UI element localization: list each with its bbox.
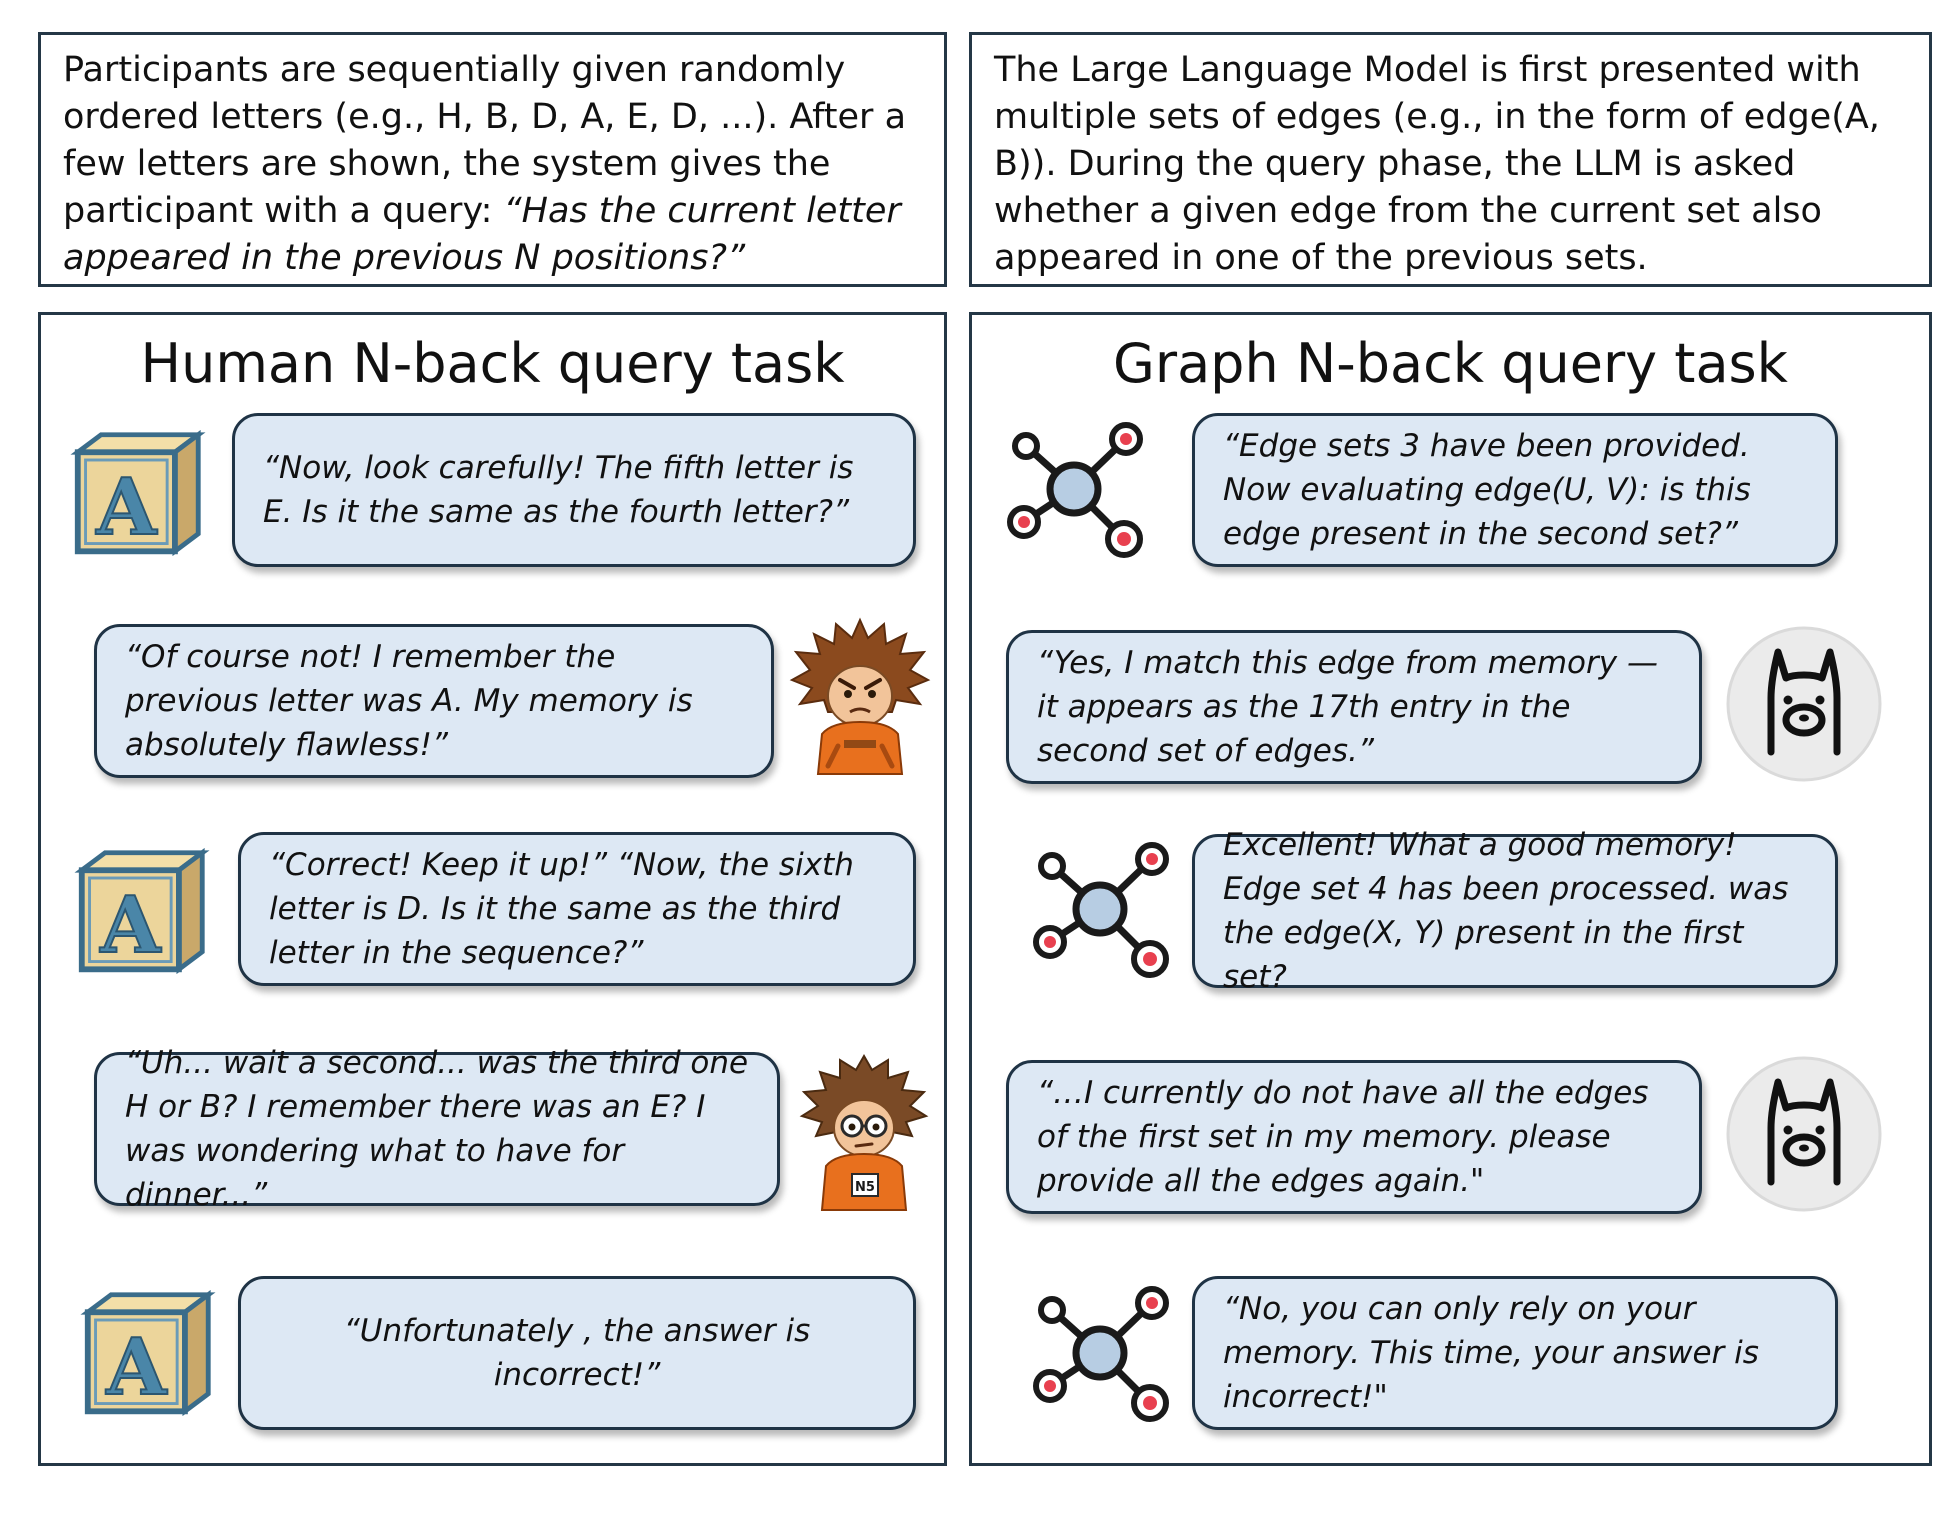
block-letter: A <box>99 880 162 971</box>
human-panel-title: Human N-back query task <box>140 332 845 395</box>
block-letter: A <box>95 462 158 553</box>
chat-bubble-llm: “Yes, I match this edge from memory — it… <box>1006 630 1702 784</box>
badge-text: N5 <box>855 1180 875 1195</box>
message-text: “Now, look carefully! The fifth letter i… <box>263 450 854 530</box>
llama-icon <box>1724 624 1884 784</box>
chat-bubble-system: “Unfortunately , the answer is incorrect… <box>238 1276 916 1430</box>
message-text: “Uh... wait a second... was the third on… <box>125 1045 749 1213</box>
confused-boy-icon: N5 <box>796 1050 932 1212</box>
graph-panel-title: Graph N-back query task <box>1113 332 1788 395</box>
chat-bubble-system: “Now, look carefully! The fifth letter i… <box>232 413 916 567</box>
letter-block-icon: A <box>70 430 206 558</box>
message-text: “Correct! Keep it up!” “Now, the sixth l… <box>269 847 854 971</box>
message-text: “Of course not! I remember the previous … <box>125 639 693 763</box>
human-task-description-text: Participants are sequentially given rand… <box>63 50 907 231</box>
chat-bubble-human: “Uh... wait a second... was the third on… <box>94 1045 780 1213</box>
message-text: “No, you can only rely on your memory. T… <box>1223 1291 1759 1415</box>
chat-bubble-llm: “…I currently do not have all the edges … <box>1006 1060 1702 1214</box>
chat-bubble-system: Excellent! What a good memory! Edge set … <box>1192 827 1838 995</box>
llama-icon <box>1724 1054 1884 1214</box>
chat-bubble-system: “No, you can only rely on your memory. T… <box>1192 1276 1838 1430</box>
chat-bubble-human: “Of course not! I remember the previous … <box>94 624 774 778</box>
message-text: Excellent! What a good memory! Edge set … <box>1223 827 1789 995</box>
message-text: “Edge sets 3 have been provided. Now eva… <box>1223 428 1751 552</box>
chat-bubble-system: “Correct! Keep it up!” “Now, the sixth l… <box>238 832 916 986</box>
graph-task-description: The Large Language Model is first presen… <box>969 32 1932 287</box>
block-letter: A <box>105 1322 168 1413</box>
graph-task-description-text: The Large Language Model is first presen… <box>994 50 1880 278</box>
angry-boy-icon <box>788 616 932 776</box>
graph-network-icon <box>1004 414 1154 564</box>
message-text: “…I currently do not have all the edges … <box>1037 1075 1649 1199</box>
message-text: “Yes, I match this edge from memory — it… <box>1037 645 1658 769</box>
letter-block-icon: A <box>80 1290 216 1418</box>
human-task-query: “Has the current letter appeared in the … <box>63 191 901 278</box>
message-text: “Unfortunately , the answer is incorrect… <box>343 1313 811 1393</box>
letter-block-icon: A <box>74 848 210 976</box>
chat-bubble-system: “Edge sets 3 have been provided. Now eva… <box>1192 413 1838 567</box>
human-task-description: Participants are sequentially given rand… <box>38 32 947 287</box>
graph-network-icon <box>1030 1278 1180 1428</box>
graph-network-icon <box>1030 834 1180 984</box>
